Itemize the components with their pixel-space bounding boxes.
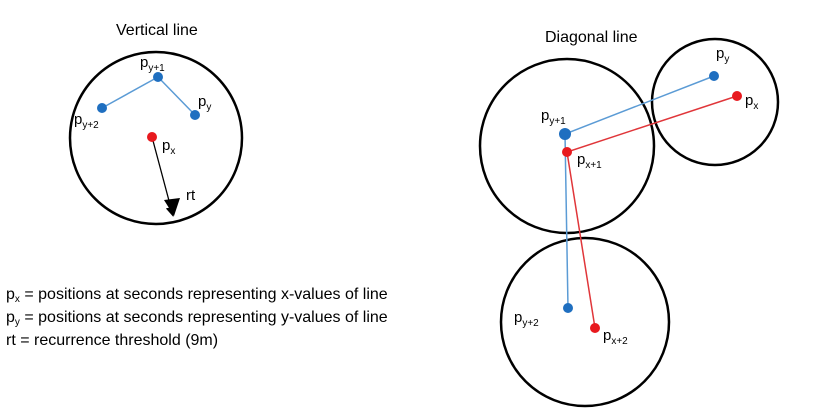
vertical-point-py1 bbox=[153, 72, 163, 82]
label-diagonal-px: px bbox=[745, 92, 758, 112]
label-diagonal-px2: px+2 bbox=[603, 327, 628, 347]
legend-py: py = positions at seconds representing y… bbox=[6, 309, 388, 328]
diagonal-panel-title: Diagonal line bbox=[545, 29, 638, 46]
vertical-point-py2 bbox=[97, 103, 107, 113]
diagonal-point-py2 bbox=[563, 303, 573, 313]
vertical-point-py bbox=[190, 110, 200, 120]
legend-px: px = positions at seconds representing x… bbox=[6, 286, 388, 305]
diagonal-point-px bbox=[732, 91, 742, 101]
label-vertical-py1: py+1 bbox=[140, 54, 165, 74]
diagonal-threshold-circle-bottom bbox=[499, 236, 671, 408]
vertical-threshold-circle bbox=[68, 50, 244, 226]
label-vertical-py2: py+2 bbox=[74, 111, 99, 131]
label-diagonal-px1: px+1 bbox=[577, 151, 602, 171]
diagonal-point-py1 bbox=[559, 128, 571, 140]
diagonal-point-px2 bbox=[590, 323, 600, 333]
vertical-blue-segment bbox=[101, 76, 159, 109]
label-diagonal-py: py bbox=[716, 45, 729, 65]
diagonal-point-py bbox=[709, 71, 719, 81]
vertical-point-px bbox=[147, 132, 157, 142]
legend: px = positions at seconds representing x… bbox=[6, 283, 388, 352]
legend-rt: rt = recurrence threshold (9m) bbox=[6, 332, 219, 349]
label-diagonal-py1: py+1 bbox=[541, 107, 566, 127]
label-vertical-py: py bbox=[198, 93, 211, 113]
label-diagonal-py2: py+2 bbox=[514, 309, 539, 329]
vertical-blue-segment bbox=[157, 76, 196, 116]
diagonal-point-px1 bbox=[562, 147, 572, 157]
rt-arrowhead bbox=[164, 198, 180, 216]
label-vertical-px: px bbox=[162, 137, 175, 157]
label-rt: rt bbox=[186, 187, 196, 204]
vertical-panel-title: Vertical line bbox=[116, 22, 198, 39]
diagonal-threshold-circle-top-right bbox=[650, 37, 780, 167]
